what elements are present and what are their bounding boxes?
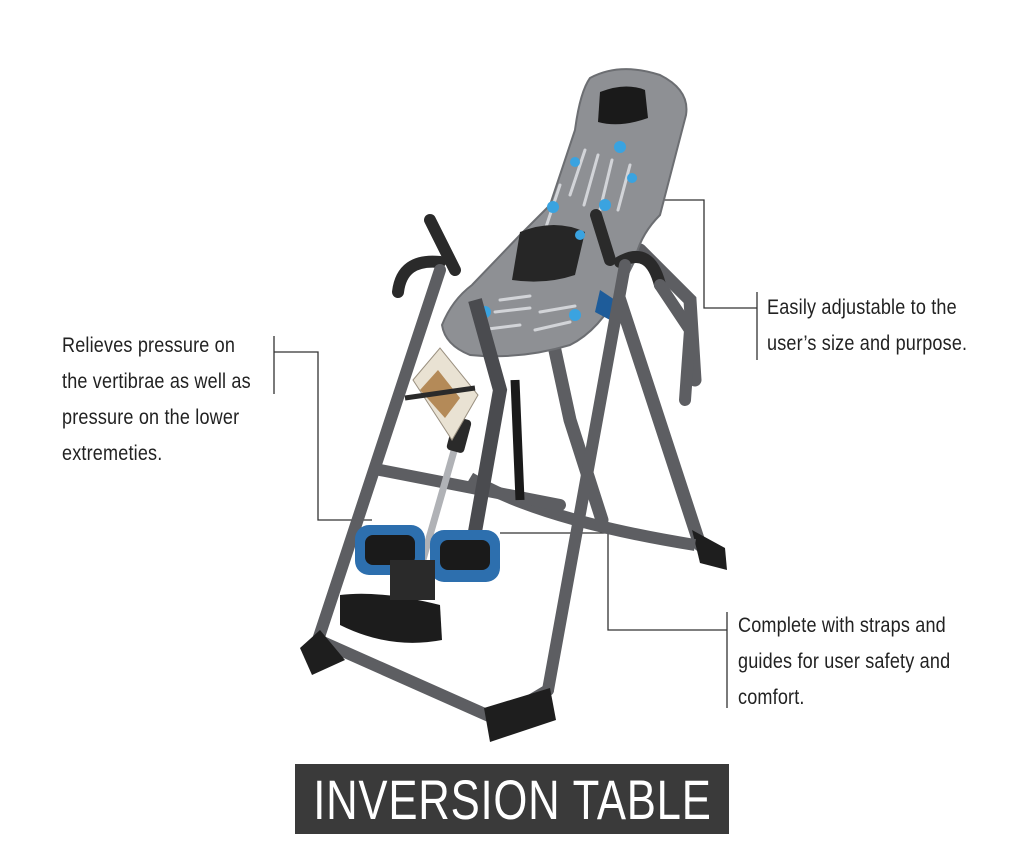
rear-foot-pad	[692, 530, 727, 570]
ankle-cups	[355, 525, 500, 582]
page-title: INVERSION TABLE	[312, 767, 712, 831]
right-bottom-connector-line	[500, 532, 727, 631]
adjustment-post	[463, 298, 508, 562]
front-foot-pad-right	[484, 688, 556, 742]
headrest-pad	[598, 86, 648, 125]
callout-line: pressure on the lower	[62, 406, 240, 429]
lumbar-bridge	[512, 225, 585, 282]
safety-strap	[510, 379, 525, 501]
callout-line: Easily adjustable to the	[767, 296, 957, 319]
bed-blue-bracket	[595, 290, 615, 320]
callout-adjustable: Easily adjustable to the user’s size and…	[767, 290, 991, 362]
right-top-connector-line	[641, 199, 757, 309]
front-frame	[312, 259, 697, 727]
callout-pressure-relief: Relieves pressure on the vertibrae as we…	[62, 328, 294, 472]
table-bed	[440, 68, 688, 358]
callout-line: user’s size and purpose.	[767, 332, 968, 355]
callout-line: Relieves pressure on	[62, 334, 236, 357]
callout-line: the vertibrae as well as	[62, 370, 251, 393]
title-banner: INVERSION TABLE	[295, 764, 729, 834]
callout-line: Complete with straps and	[738, 614, 946, 637]
foot-platform	[340, 593, 442, 643]
ankle-lever	[416, 429, 464, 571]
callout-line: extremeties.	[62, 442, 163, 465]
callout-line: guides for user safety and	[738, 650, 951, 673]
callout-line: comfort.	[738, 686, 805, 709]
left-connector-line	[274, 351, 372, 521]
callout-connector-lines	[273, 199, 758, 708]
front-foot-pad-left	[300, 630, 345, 675]
callout-safety-straps: Complete with straps and guides for user…	[738, 608, 983, 716]
rear-crossbar	[404, 385, 476, 401]
ankle-bracket	[390, 560, 435, 600]
